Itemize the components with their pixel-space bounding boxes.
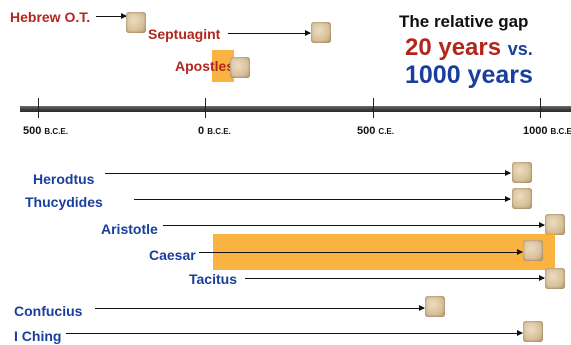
label-confucius: Confucius [14, 303, 83, 319]
gap-vs: vs. [507, 39, 533, 59]
scroll-icon-i-ching [523, 321, 543, 342]
scroll-icon-herodtus [512, 162, 532, 183]
scroll-icon-hebrew-ot [126, 12, 146, 33]
highlight-apostles [212, 50, 234, 82]
arrow-i-ching [66, 330, 523, 336]
arrow-septuagint [228, 30, 311, 36]
tick-label-1000: 1000 B.C.E. [523, 125, 571, 137]
scroll-icon-confucius [425, 296, 445, 317]
scroll-icon-thucydides [512, 188, 532, 209]
tick-label-unit: B.C.E. [207, 127, 231, 136]
scroll-icon-aristotle [545, 214, 565, 235]
tick-0 [205, 98, 206, 118]
tick-label-500-bce: 500 B.C.E. [23, 125, 68, 137]
tick-500-bce [38, 98, 39, 118]
gap-years-short: 20 years [405, 34, 502, 61]
scroll-icon-apostles [230, 57, 250, 78]
label-hebrew-ot: Hebrew O.T. [10, 9, 91, 25]
gap-title: The relative gap [399, 12, 529, 31]
label-i-ching: I Ching [14, 328, 62, 344]
label-aristotle: Aristotle [101, 221, 158, 237]
tick-1000 [540, 98, 541, 118]
tick-label-unit: C.E. [378, 127, 394, 136]
arrow-confucius [95, 305, 425, 311]
gap-years-long: 1000 years [405, 61, 533, 89]
label-herodtus: Herodtus [33, 171, 95, 187]
tick-label-0: 0 B.C.E. [198, 125, 231, 137]
label-apostles: Apostles [175, 58, 235, 74]
tick-label-500-ce: 500 C.E. [357, 125, 394, 137]
arrow-tacitus [245, 275, 545, 281]
arrow-herodtus [105, 170, 511, 176]
label-thucydides: Thucydides [25, 194, 103, 210]
arrow-aristotle [163, 222, 545, 228]
tick-label-main: 500 [23, 125, 42, 137]
scroll-icon-tacitus [545, 268, 565, 289]
arrow-caesar [199, 249, 523, 255]
tick-label-main: 500 [357, 125, 376, 137]
tick-500-ce [373, 98, 374, 118]
tick-label-unit: B.C.E. [44, 127, 68, 136]
label-caesar: Caesar [149, 247, 196, 263]
timeline-axis [20, 106, 571, 112]
scroll-icon-caesar [523, 240, 543, 261]
label-tacitus: Tacitus [189, 271, 237, 287]
tick-label-main: 1000 [523, 125, 548, 137]
arrow-thucydides [134, 196, 511, 202]
tick-label-main: 0 [198, 125, 205, 137]
arrow-hebrew-ot [96, 13, 127, 19]
tick-label-unit: B.C.E. [550, 127, 571, 136]
gap-short: 20 years vs. [405, 34, 533, 62]
label-septuagint: Septuagint [148, 26, 221, 42]
scroll-icon-septuagint [311, 22, 331, 43]
